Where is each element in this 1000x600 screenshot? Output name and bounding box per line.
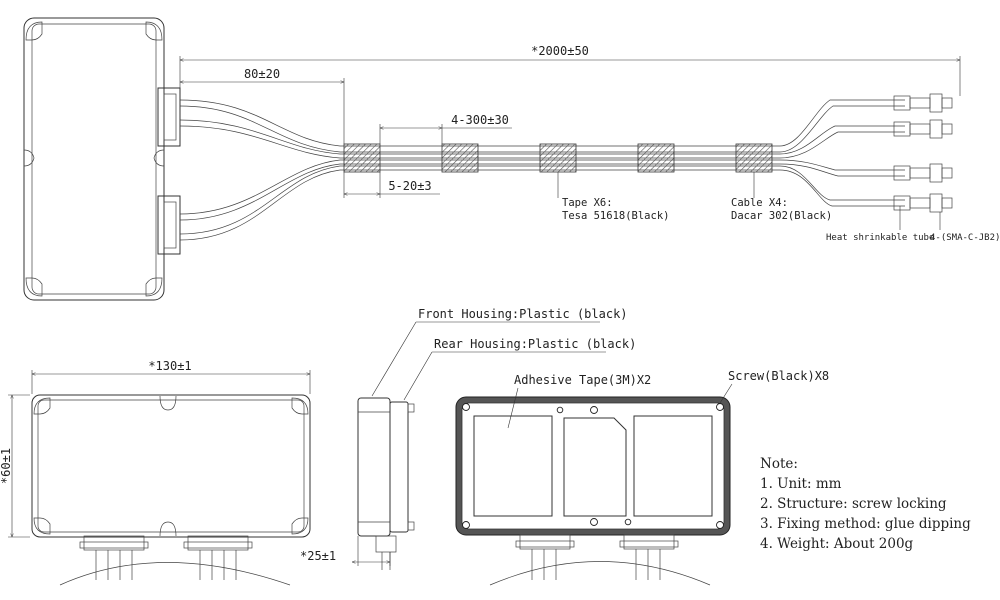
dim-tape-spacing: 4-300±30 [451, 113, 509, 127]
note-item: 2. Structure: screw locking [760, 496, 947, 512]
connector-label: 4-(SMA-C-JB2) [930, 233, 1000, 243]
connector-block-lower [157, 195, 181, 255]
cable-label-line2: Dacar 302(Black) [731, 210, 832, 222]
side-view: Front Housing:Plastic (black) Rear Housi… [300, 307, 636, 570]
connector-block-upper [157, 87, 181, 147]
front-housing-label: Front Housing:Plastic (black) [418, 307, 628, 321]
dim-pigtail-length: 80±20 [244, 67, 280, 81]
cables [179, 99, 905, 241]
dim-width: *130±1 [148, 359, 191, 373]
screw-label: Screw(Black)X8 [728, 369, 829, 383]
housing-top-outline [23, 17, 165, 301]
screws [462, 403, 724, 529]
tape-label-line1: Tape X6: [562, 197, 613, 209]
note-item: 4. Weight: About 200g [760, 536, 914, 552]
rear-housing-label: Rear Housing:Plastic (black) [434, 337, 636, 351]
dim-total-length: *2000±50 [531, 44, 589, 58]
heat-shrink-label: Heat shrinkable tube [826, 233, 934, 243]
dim-height: *60±1 [0, 448, 13, 484]
adhesive-pad-right [633, 415, 713, 517]
sma-connectors [893, 93, 953, 213]
side-rear-housing [389, 401, 409, 533]
label-area [563, 417, 627, 517]
rear-view: Adhesive Tape(3M)X2 Screw(Black)X8 [455, 369, 829, 586]
front-housing-outline [31, 394, 311, 538]
tape-label-line2: Tesa 51618(Black) [562, 210, 669, 222]
notes-title: Note: [760, 456, 798, 472]
side-front-housing [357, 397, 391, 537]
note-item: 3. Fixing method: glue dipping [760, 516, 971, 532]
note-item: 1. Unit: mm [760, 476, 842, 492]
dim-tape-length: 5-20±3 [388, 179, 431, 193]
adhesive-pad-left [473, 415, 553, 517]
cable-label-line1: Cable X4: [731, 197, 788, 209]
adhesive-tape-label: Adhesive Tape(3M)X2 [514, 373, 651, 387]
dim-depth: *25±1 [300, 549, 336, 563]
tape-wraps [343, 143, 773, 173]
notes-block: Note: 1. Unit: mm 2. Structure: screw lo… [760, 454, 971, 554]
housing-top-inner [31, 23, 157, 295]
front-view: *130±1 *60±1 [0, 359, 311, 586]
top-assembly-view: *2000±50 80±20 4-300±30 5-20±3 Tape X6: … [23, 17, 1000, 301]
